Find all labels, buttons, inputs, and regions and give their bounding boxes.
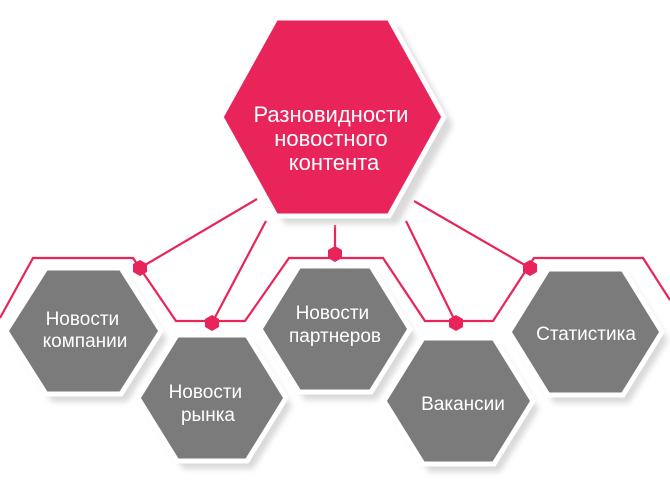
line-to-market <box>211 220 267 324</box>
hex-statistics-label: Статистика <box>536 324 636 345</box>
hex-company-news-shape <box>3 265 164 397</box>
hex-partner-news-line-1: Новости <box>296 303 370 324</box>
hex-statistics-line-1: Статистика <box>536 324 636 345</box>
center-label-line-1: Разновидности <box>253 102 408 127</box>
hex-partner-news-shape <box>257 263 413 395</box>
hex-market-news-shape <box>135 332 289 464</box>
center-label: Разновидности новостного контента <box>253 102 414 175</box>
center-hexagon-shape <box>218 15 447 219</box>
hex-company-news-line-2: компании <box>43 331 128 352</box>
hex-market-news: Новости рынка <box>135 332 292 469</box>
hex-vacancies-shape <box>381 335 536 467</box>
hex-vacancies-label: Вакансии <box>421 394 505 415</box>
center-hexagon: Разновидности новостного контента <box>218 15 453 224</box>
node-company <box>133 260 147 276</box>
hex-partner-news-line-2: партнеров <box>289 326 381 347</box>
hex-partner-news: Новости партнеров <box>257 263 416 400</box>
line-to-company <box>139 198 258 269</box>
hex-vacancies-line-1: Вакансии <box>421 394 505 415</box>
node-partners <box>328 246 342 262</box>
node-market <box>205 315 219 331</box>
connector-nodes <box>133 246 537 331</box>
hex-vacancies: Вакансии <box>381 335 539 472</box>
hex-statistics: Статистика <box>506 266 668 403</box>
hex-market-news-line-2: рынка <box>181 405 235 426</box>
node-statistics <box>523 260 537 276</box>
line-to-vacancies <box>405 220 457 324</box>
center-label-line-2: новостного <box>274 126 387 151</box>
center-label-line-3: контента <box>289 150 380 175</box>
hex-market-news-line-1: Новости <box>169 382 243 403</box>
hex-statistics-shape <box>506 266 665 398</box>
hex-company-news: Новости компании <box>3 265 167 402</box>
hex-partner-news-label: Новости партнеров <box>289 303 381 347</box>
node-vacancies <box>449 315 463 331</box>
hex-market-news-label: Новости рынка <box>169 382 248 426</box>
hex-company-news-line-1: Новости <box>46 309 120 330</box>
line-to-statistics <box>413 200 531 269</box>
hex-company-news-label: Новости компании <box>43 309 128 352</box>
